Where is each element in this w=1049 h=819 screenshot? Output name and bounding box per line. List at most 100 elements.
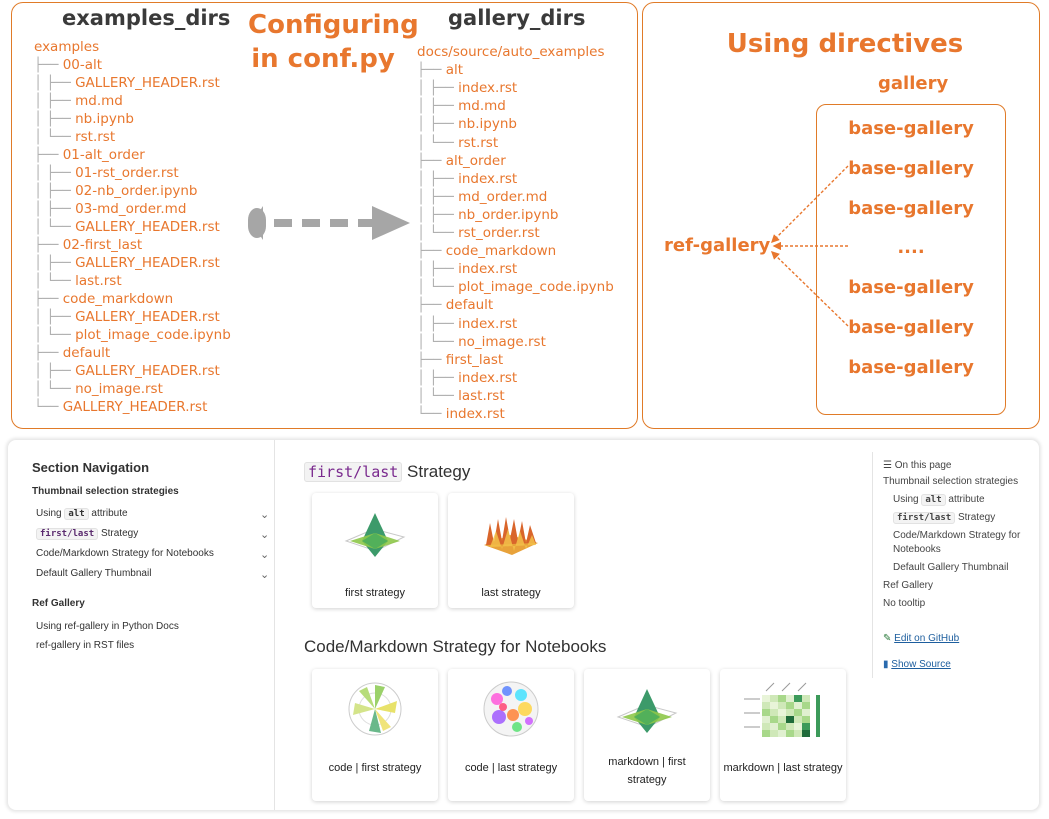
tree-label: plot_image_code.ipynb <box>458 279 614 296</box>
tree-branch: │ └── <box>34 273 76 289</box>
toc-item[interactable]: Notebooks <box>893 544 941 555</box>
tree-item: ├── 02-first_last <box>34 236 142 254</box>
gallery-card-first-strategy[interactable]: first strategy <box>312 493 438 608</box>
tree-branch: ├── <box>417 243 446 260</box>
chevron-down-icon[interactable]: ⌄ <box>260 568 270 581</box>
tree-item: │ └── last.rst <box>34 272 122 290</box>
tree-label: rst_order.rst <box>458 225 540 241</box>
tree-label: GALLERY_HEADER.rst <box>75 309 220 325</box>
tree-label: rst.rst <box>75 129 116 145</box>
nav-item-ref-python[interactable]: Using ref-gallery in Python Docs <box>36 621 179 632</box>
chevron-down-icon[interactable]: ⌄ <box>260 528 270 541</box>
tree-item: │ └── rst_order.rst <box>417 224 540 242</box>
toc-item[interactable]: Code/Markdown Strategy for <box>893 530 1021 541</box>
chevron-down-icon[interactable]: ⌄ <box>260 548 270 561</box>
tree-branch: ├── <box>34 147 63 163</box>
toc-item[interactable]: No tooltip <box>883 598 926 609</box>
tree-label: GALLERY_HEADER.rst <box>75 363 220 379</box>
heatmap-thumbnail <box>744 682 820 737</box>
tree-label: GALLERY_HEADER.rst <box>75 255 220 271</box>
surface-3d-orange-thumbnail <box>484 517 538 555</box>
list-icon: ☰ <box>883 460 892 471</box>
tree-item: ├── default <box>34 344 110 362</box>
gallery-card-markdown-first[interactable]: markdown | first strategy <box>584 669 710 801</box>
tree-branch: ├── <box>34 345 63 361</box>
nav-item-default-thumbnail[interactable]: Default Gallery Thumbnail <box>36 568 152 579</box>
tree-branch: │ └── <box>34 327 76 343</box>
tree-label: GALLERY_HEADER.rst <box>75 219 220 235</box>
tree-item: ├── code_markdown <box>417 242 556 260</box>
tree-item: └── GALLERY_HEADER.rst <box>34 398 207 416</box>
ref-gallery-node: ref-gallery <box>664 235 771 256</box>
gallery-card-markdown-last[interactable]: markdown | last strategy <box>720 669 846 801</box>
gallery-card-code-first[interactable]: code | first strategy <box>312 669 438 801</box>
config-panel <box>11 2 638 429</box>
tree-label: 01-alt_order <box>62 147 145 163</box>
tree-item: ├── default <box>417 296 493 314</box>
tree-label: GALLERY_HEADER.rst <box>75 75 220 91</box>
base-gallery-item: base-gallery <box>848 277 974 299</box>
surface-3d-thumbnail <box>344 513 406 557</box>
show-source-link[interactable]: ▮ Show Source <box>883 659 951 670</box>
tree-branch: └── <box>417 406 446 422</box>
tree-branch: │ ├── <box>417 170 459 187</box>
surface-3d-thumbnail <box>616 689 678 733</box>
toc-item[interactable]: Ref Gallery <box>883 580 934 591</box>
tree-label: no_image.rst <box>458 333 546 350</box>
tree-branch: │ ├── <box>417 369 459 386</box>
nav-group-ref-gallery[interactable]: Ref Gallery <box>32 598 85 609</box>
arrow-lower <box>770 251 849 327</box>
tree-branch: ├── <box>417 152 446 169</box>
tree-branch: ├── <box>417 62 446 79</box>
pencil-icon: ✎ <box>883 633 892 644</box>
tree-label: last.rst <box>75 273 122 289</box>
tree-item: │ ├── GALLERY_HEADER.rst <box>34 308 220 326</box>
tree-branch: │ ├── <box>34 165 76 181</box>
tree-branch: │ ├── <box>34 183 76 199</box>
tree-label: index.rst <box>458 261 518 278</box>
tree-label: examples <box>34 39 100 55</box>
tree-label: plot_image_code.ipynb <box>75 327 231 343</box>
directives-title: Using directives <box>726 29 964 59</box>
tree-item: │ ├── index.rst <box>417 170 517 188</box>
base-gallery-item: base-gallery <box>848 356 974 378</box>
nav-item-first-last[interactable]: first/last Strategy <box>36 528 138 540</box>
tree-label: index.rst <box>458 80 518 97</box>
configuring-label-line2: in conf.py <box>251 44 395 74</box>
toc-item[interactable]: Thumbnail selection strategies <box>883 476 1019 487</box>
toc-item[interactable]: Default Gallery Thumbnail <box>893 562 1009 573</box>
tree-item: │ ├── md.md <box>34 92 123 110</box>
toc-item[interactable]: first/last Strategy <box>893 511 995 525</box>
gallery-card-code-last[interactable]: code | last strategy <box>448 669 574 801</box>
tree-label: first_last <box>445 351 504 368</box>
tree-branch: │ └── <box>417 279 459 296</box>
tree-item: examples <box>34 38 99 56</box>
tree-item: │ └── no_image.rst <box>417 333 546 351</box>
tree-branch: ├── <box>34 237 63 253</box>
nav-group-thumbnail[interactable]: Thumbnail selection strategies <box>32 486 179 497</box>
gallery-card-last-strategy[interactable]: last strategy <box>448 493 574 608</box>
tree-label: code_markdown <box>62 291 174 307</box>
gallery-dirs-heading: gallery_dirs <box>448 6 586 30</box>
tree-branch: │ └── <box>417 134 459 151</box>
nav-item-ref-rst[interactable]: ref-gallery in RST files <box>36 640 135 651</box>
polar-bar-thumbnail <box>348 682 402 736</box>
tree-branch: │ ├── <box>34 111 76 127</box>
tree-label: index.rst <box>445 406 505 422</box>
nav-item-code-markdown[interactable]: Code/Markdown Strategy for Notebooks <box>36 548 214 559</box>
tree-item: │ ├── md.md <box>417 97 506 115</box>
tree-branch: │ └── <box>417 387 459 404</box>
gallery-label: gallery <box>878 73 949 94</box>
tree-label: index.rst <box>458 369 518 386</box>
chevron-down-icon[interactable]: ⌄ <box>260 508 270 521</box>
toc-item[interactable]: Using alt attribute <box>893 494 985 506</box>
tree-item: └── index.rst <box>417 405 505 423</box>
tree-label: rst.rst <box>458 134 499 151</box>
edit-on-github-link[interactable]: ✎ Edit on GitHub <box>883 633 960 644</box>
tree-label: code_markdown <box>445 243 557 260</box>
tree-label: last.rst <box>458 387 505 404</box>
tree-item: │ ├── GALLERY_HEADER.rst <box>34 254 220 272</box>
tree-item: │ ├── md_order.md <box>417 188 547 206</box>
nav-item-using-alt[interactable]: Using alt attribute <box>36 508 128 520</box>
base-gallery-item: base-gallery <box>848 317 974 338</box>
